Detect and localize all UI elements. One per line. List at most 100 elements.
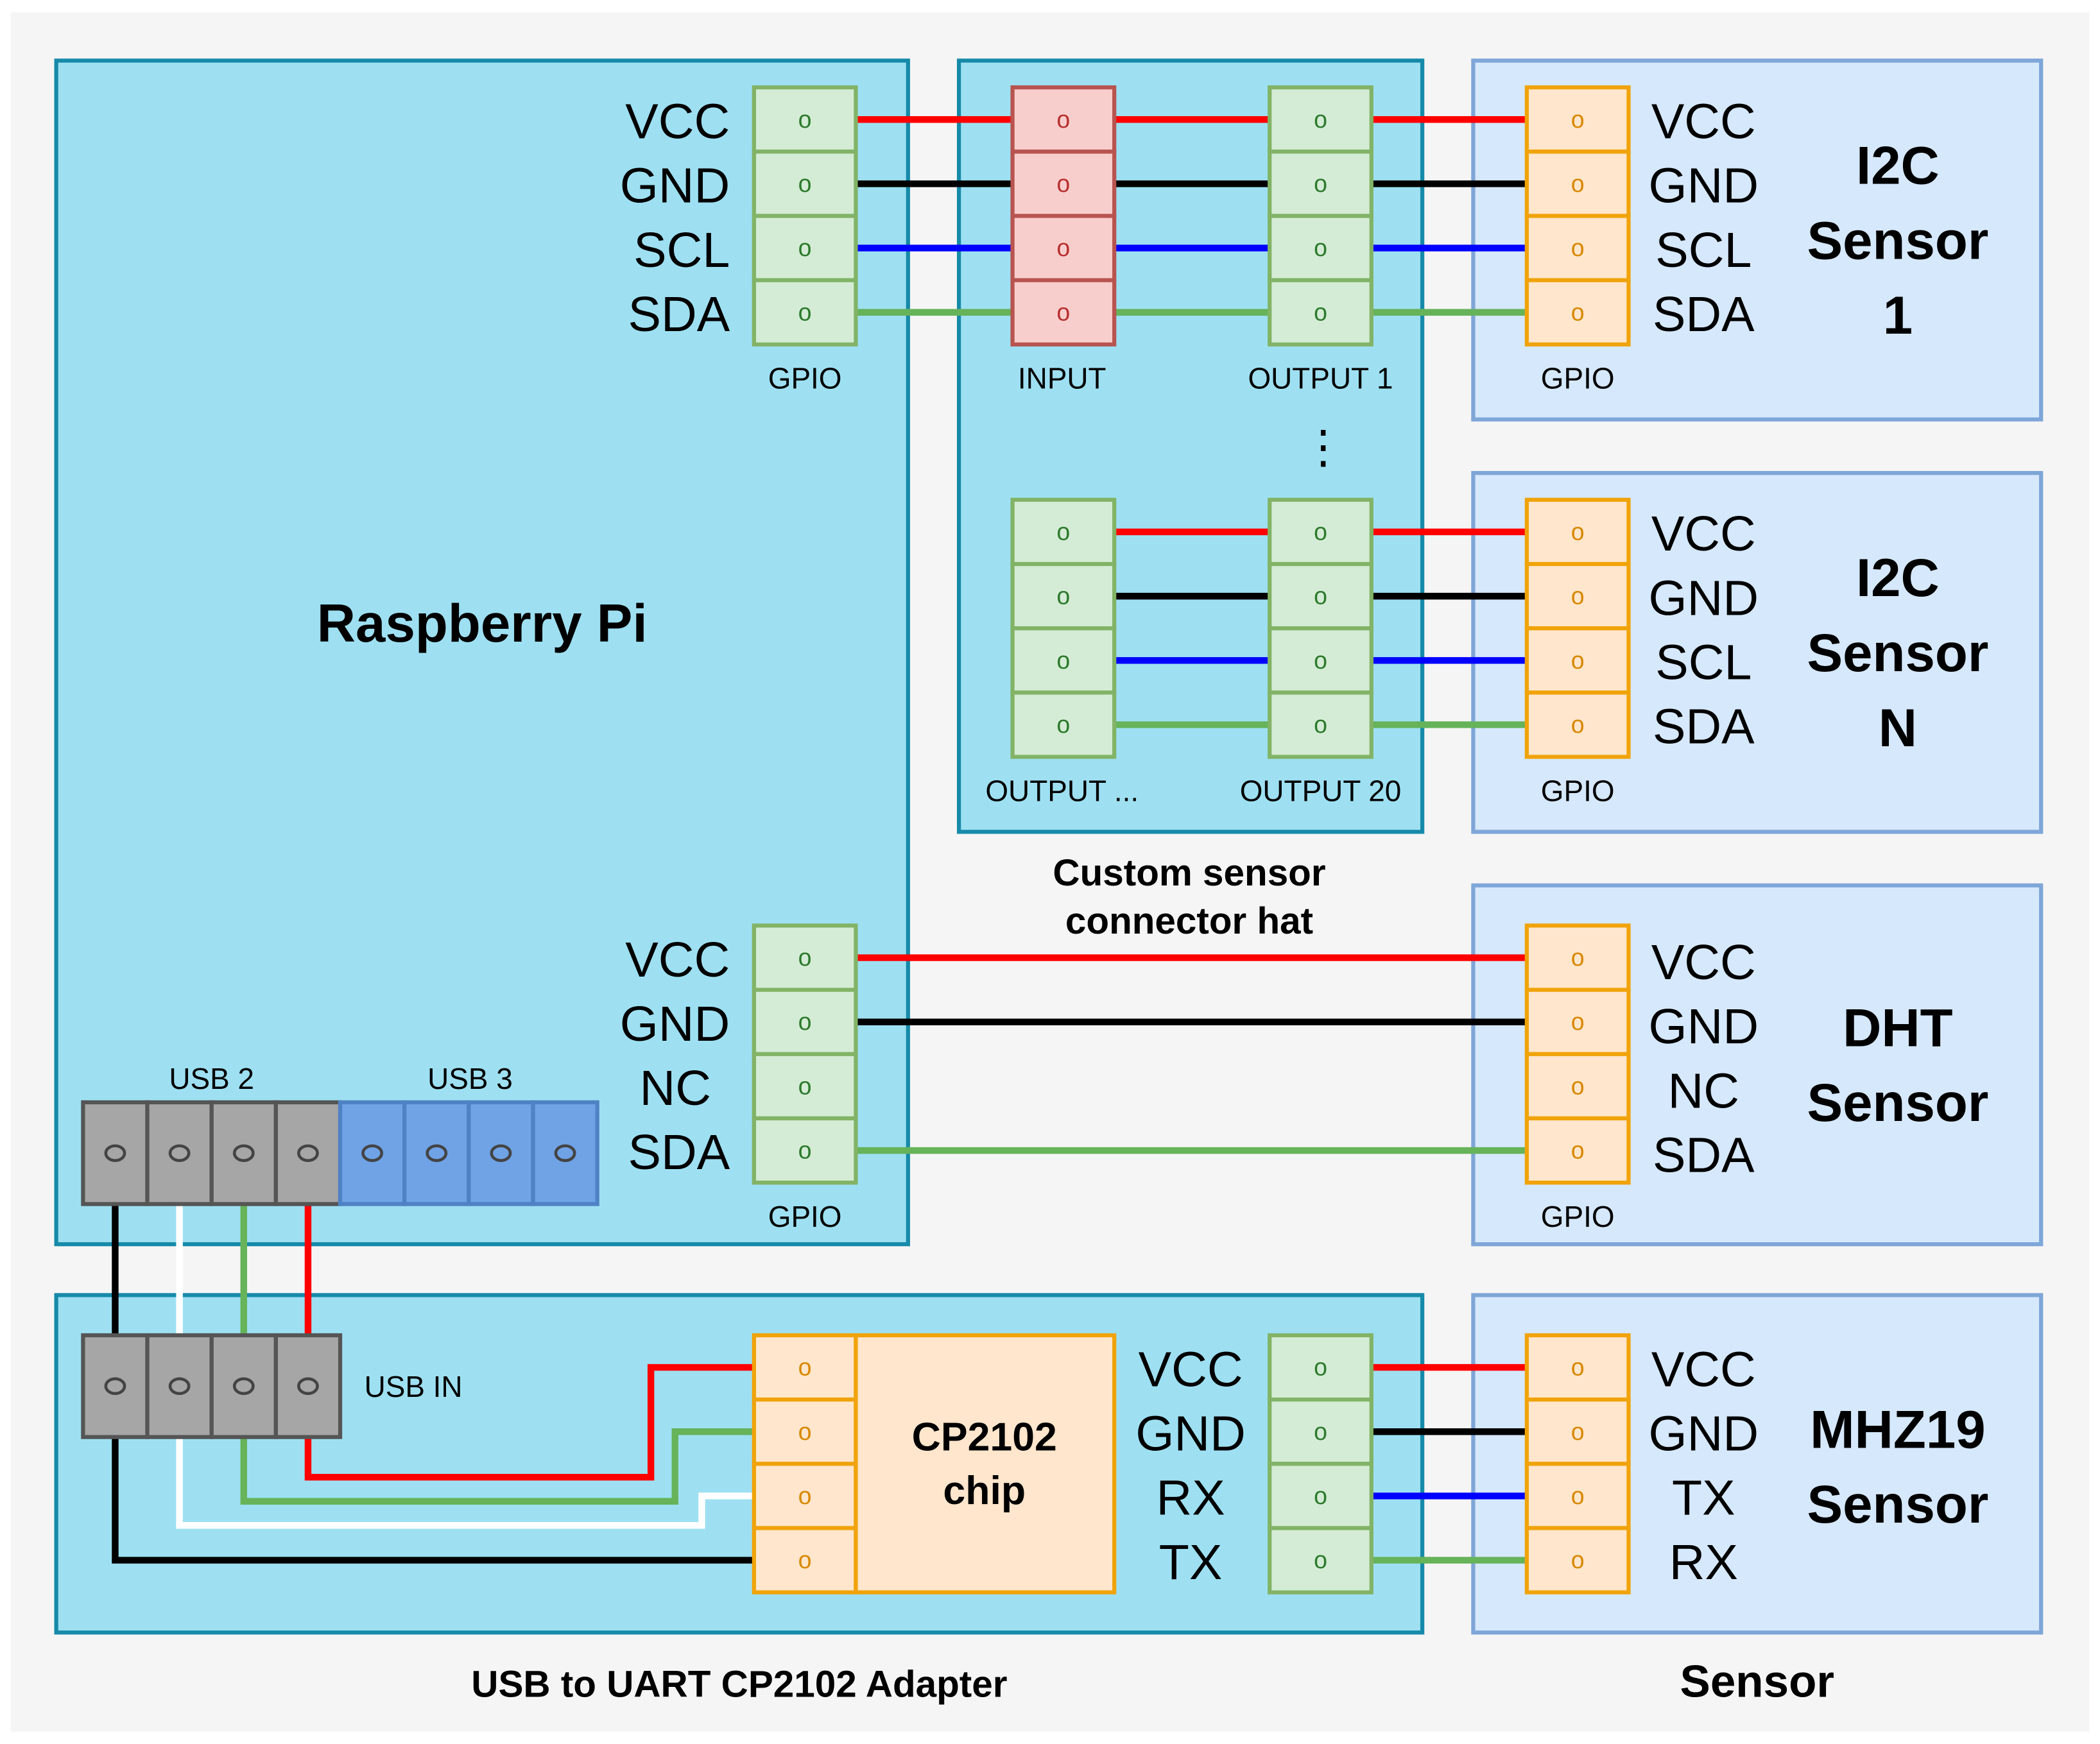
pin-marker: o <box>798 1137 812 1164</box>
pi-gpio-bottom-labels: VCC GND NC SDA <box>620 932 730 1180</box>
i2c-sensor-1-pin-labels: VCC GND SCL SDA <box>1649 94 1759 341</box>
usb-pin-hole <box>361 1144 384 1162</box>
pin-cell <box>752 987 858 1056</box>
pin-label: GND <box>1135 1406 1246 1461</box>
pin-marker: o <box>1056 711 1070 738</box>
pin-label: VCC <box>1651 935 1756 990</box>
wire-gnd <box>112 1437 755 1564</box>
pin-cell <box>752 923 858 992</box>
pin-marker: o <box>1571 1072 1585 1099</box>
sensor-title-line: 1 <box>1883 285 1913 345</box>
input-label: INPUT <box>1018 362 1106 395</box>
ellipsis-vertical: ⋮ <box>1300 422 1346 472</box>
usb-pin-cell <box>81 1100 150 1206</box>
connector-blocks: oooooooooooooooooooooooooooooooooooooooo… <box>81 85 1631 1594</box>
mhz19-sensor-title: MHZ19 Sensor <box>1807 1399 1988 1534</box>
pin-cell <box>752 1462 858 1530</box>
pi-gpio-bottom-caption: GPIO <box>768 1200 842 1233</box>
pin-label: VCC <box>1651 1342 1756 1397</box>
usb-pin-cell <box>145 1100 214 1206</box>
pin-marker: o <box>798 1546 812 1573</box>
pin-cell <box>1268 1526 1373 1594</box>
pin-cell <box>1524 150 1631 218</box>
mhz19-sensor-pin-labels: VCC GND TX RX <box>1649 1342 1759 1589</box>
pin-cell <box>1524 690 1631 759</box>
pin-marker: o <box>1056 583 1070 610</box>
pin-label: GND <box>1649 1406 1759 1461</box>
dht-sensor-title: DHT Sensor <box>1807 997 1988 1133</box>
pin-marker: o <box>798 944 812 971</box>
pin-label: VCC <box>625 932 730 987</box>
pin-cell <box>1524 1526 1631 1594</box>
dht-sensor-gpio-caption: GPIO <box>1541 1200 1615 1233</box>
sensor-title-line: MHZ19 <box>1810 1399 1986 1459</box>
pin-cell <box>1010 497 1117 567</box>
usb-pin-hole <box>168 1144 191 1162</box>
usb-in-label: USB IN <box>365 1370 463 1403</box>
pin-cell <box>752 1116 858 1185</box>
pin-cell <box>1524 214 1631 282</box>
pin-marker: o <box>1056 298 1070 325</box>
usb-pin-hole <box>104 1377 126 1396</box>
pi-gpio-top-labels: VCC GND SCL SDA <box>620 94 730 341</box>
pin-label: SCL <box>1655 635 1751 690</box>
usb-in-socket <box>81 1333 343 1439</box>
pin-marker: o <box>1314 106 1327 133</box>
i2c-sensor-n-pin-labels: VCC GND SCL SDA <box>1649 506 1759 754</box>
pin-label: SDA <box>628 1125 730 1180</box>
usb-pin-cell <box>273 1100 343 1206</box>
pin-label: NC <box>640 1061 712 1116</box>
pin-cell <box>1010 150 1117 218</box>
pin-marker: o <box>798 170 812 197</box>
output-mid-label: OUTPUT ... <box>985 774 1139 807</box>
cp2102-chip <box>854 1333 1117 1594</box>
pin-marker: o <box>1571 1546 1585 1573</box>
pin-label: SCL <box>1655 223 1751 278</box>
pin-marker: o <box>798 234 812 261</box>
pin-cell <box>752 85 858 154</box>
pin-marker: o <box>1571 170 1585 197</box>
usb-pin-hole <box>232 1377 255 1396</box>
output1-label: OUTPUT 1 <box>1248 362 1393 395</box>
pin-marker: o <box>1571 106 1585 133</box>
pin-marker: o <box>1314 298 1327 325</box>
pin-label: TX <box>1159 1535 1223 1590</box>
pin-cell <box>1524 1116 1631 1185</box>
pin-cell <box>1524 1462 1631 1530</box>
i2c-sensor-1-title: I2C Sensor 1 <box>1807 135 1988 345</box>
pin-marker: o <box>1314 1354 1327 1381</box>
usb2-socket <box>81 1100 343 1206</box>
cp2102-chip-line1: CP2102 <box>912 1414 1057 1459</box>
pin-marker: o <box>1571 1137 1585 1164</box>
pin-marker: o <box>1314 518 1327 545</box>
pin-marker: o <box>798 298 812 325</box>
pin-marker: o <box>798 1008 812 1035</box>
pi-gpio-top-caption: GPIO <box>768 362 842 395</box>
usb-pin-hole <box>490 1144 512 1162</box>
sensor-title-line: DHT <box>1843 997 1953 1057</box>
usb-pin-hole <box>426 1144 448 1162</box>
pin-marker: o <box>1571 583 1585 610</box>
wire-white <box>176 1437 755 1529</box>
pin-label: SDA <box>1653 699 1755 755</box>
pin-cell <box>1524 278 1631 346</box>
i2c-sensor-1-gpio-caption: GPIO <box>1541 362 1615 395</box>
pin-label: GND <box>620 996 730 1052</box>
pin-cell <box>1010 690 1117 759</box>
pin-label: SDA <box>1653 287 1755 342</box>
pin-cell <box>1268 690 1373 759</box>
pin-marker: o <box>1314 711 1327 738</box>
hat-caption-line1: Custom sensor <box>1053 852 1325 894</box>
pin-label: VCC <box>1139 1342 1243 1397</box>
pin-label: SDA <box>628 287 730 342</box>
